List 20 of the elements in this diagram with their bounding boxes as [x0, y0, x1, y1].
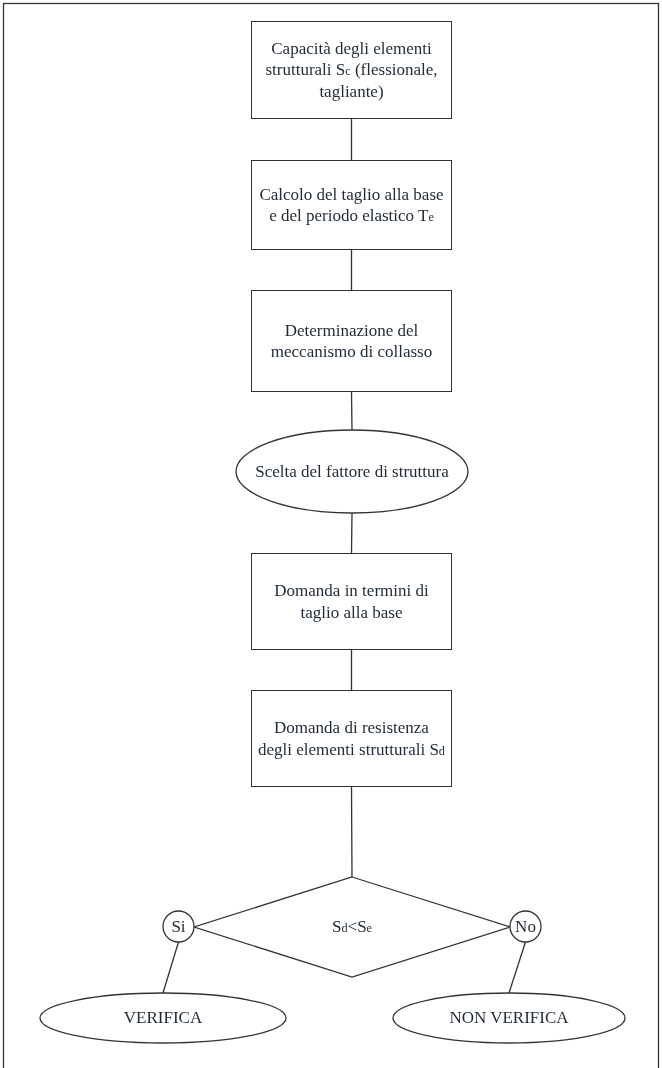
connector-line [350, 249, 353, 291]
step-text: VERIFICA [122, 1007, 204, 1029]
connector-line [162, 941, 180, 994]
answer-label: No [515, 915, 536, 938]
connector-line [508, 941, 527, 994]
step-text: NON VERIFICA [448, 1007, 570, 1029]
connector-line [350, 391, 353, 431]
process-box [251, 290, 452, 392]
step-text: Determinazione del meccanismo di collasso [269, 319, 434, 363]
connector-line [350, 649, 353, 691]
step-text: Domanda in termini di taglio alla base [273, 580, 430, 623]
connector-line [350, 786, 353, 878]
process-box [251, 160, 452, 250]
answer-label: Si [171, 915, 186, 938]
connector-line [350, 512, 353, 554]
process-box [251, 553, 452, 650]
process-box [251, 21, 452, 119]
step-text: Scelta del fattore di struttura [254, 460, 450, 483]
process-box [251, 690, 452, 787]
connector-line [350, 118, 353, 161]
